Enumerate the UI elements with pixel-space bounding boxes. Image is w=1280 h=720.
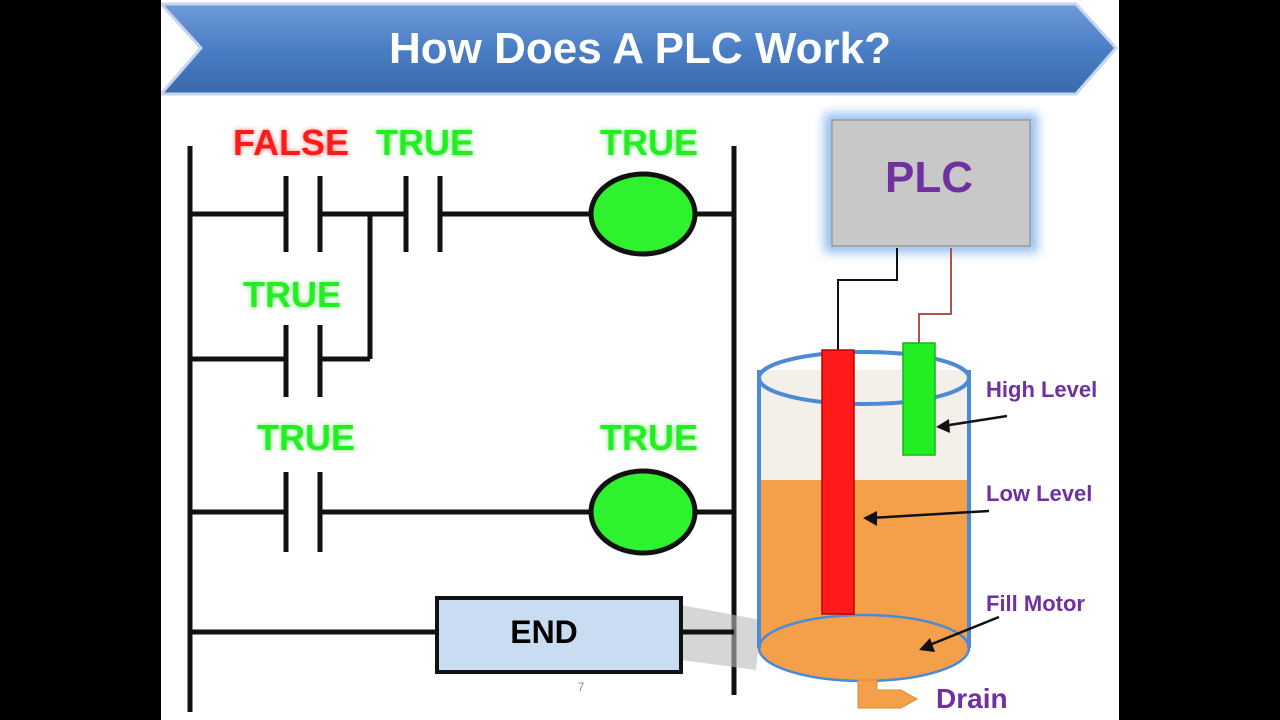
tank-labels: High Level Low Level Fill Motor Drain [863,377,1097,714]
title-banner: How Does A PLC Work? [161,2,1119,96]
rung2-coil-state-glow: TRUE [600,417,698,458]
high-level-sensor [902,342,936,456]
branch-contact-state-glow: TRUE [243,274,341,315]
plc-diagram: How Does A PLC Work? [161,2,1119,714]
drain-label: Drain [936,683,1008,714]
plc-label: PLC [885,153,973,202]
rung2-coil-state: TRUE [600,417,698,458]
high-level-label: High Level [986,377,1097,402]
ladder-diagram [187,146,761,712]
rung-2 [190,468,734,556]
rung1-coil-state: TRUE [600,122,698,163]
end-block [435,596,683,674]
fill-motor-label: Fill Motor [986,591,1085,616]
low-level-label: Low Level [986,481,1092,506]
rung1-contact2-state-glow: TRUE [376,122,474,163]
tank [757,342,971,709]
output-coil-2 [588,468,698,556]
sensor-wires [837,248,952,352]
low-level-sensor [821,349,855,615]
drain-pipe [857,679,919,709]
plc-box: PLC [824,113,1038,253]
rung2-contact-state-glow: TRUE [257,417,355,458]
end-rung [190,596,761,674]
state-labels: FALSE FALSE TRUE TRUE TRUE TRUE TRUE TRU… [233,122,698,650]
rung1-contact1-state-text: FALSE [233,122,349,163]
rung-1 [190,171,734,257]
rung2-contact-state: TRUE [257,417,355,458]
tank-top-rim [757,350,971,406]
high-level-wire [918,248,952,345]
fill-motor [757,613,971,683]
branch-contact-state: TRUE [243,274,341,315]
output-coil-1 [588,171,698,257]
low-level-wire [837,248,898,352]
rung1-contact1-state: FALSE [233,122,349,163]
branch-rung [190,214,373,397]
page-title: How Does A PLC Work? [389,24,891,73]
end-label: END [510,614,578,650]
rung1-coil-state-glow: TRUE [600,122,698,163]
page-number: 7 [578,680,585,694]
rung1-contact2-state: TRUE [376,122,474,163]
slide: How Does A PLC Work? [161,0,1119,720]
